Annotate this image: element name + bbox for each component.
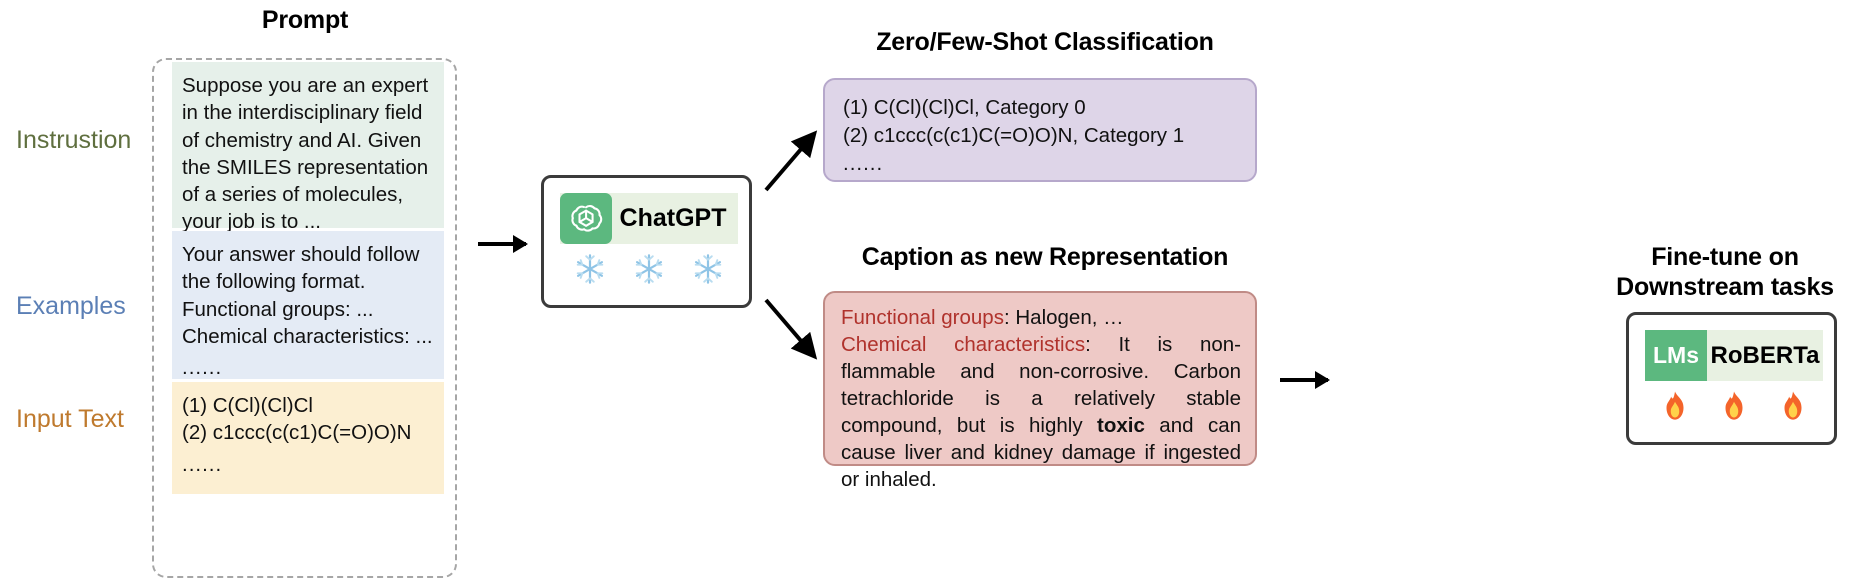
prompt-title: Prompt xyxy=(261,6,349,34)
fire-icon xyxy=(1666,391,1684,420)
roberta-model-box: LMs RoBERTa xyxy=(1626,312,1837,445)
examples-line-3: Chemical characteristics: ... xyxy=(182,324,433,348)
input-ellipsis: ...... xyxy=(182,452,223,476)
instruction-text: Suppose you are an expert in the interdi… xyxy=(182,74,429,234)
caption-output-box: Functional groups: Halogen, … Chemical c… xyxy=(823,291,1257,491)
caption-functional-groups-line: Functional groups: Halogen, … xyxy=(841,304,1241,331)
chatgpt-model-box: ChatGPT xyxy=(541,175,752,308)
classification-ellipsis: ...... xyxy=(843,152,884,176)
prompt-label-examples: Examples xyxy=(16,292,126,320)
prompt-label-input-text: Input Text xyxy=(16,405,124,433)
finetune-title: Fine-tune on Downstream tasks xyxy=(1600,243,1850,302)
fire-icon xyxy=(1784,391,1802,420)
fire-icon xyxy=(1725,391,1743,420)
chatgpt-label: ChatGPT xyxy=(619,204,727,232)
zero-few-shot-title: Zero/Few-Shot Classification xyxy=(876,28,1214,56)
examples-line-1: Your answer should follow the following … xyxy=(182,243,420,294)
caption-value-part-b: and can cause liver and kidney damage if… xyxy=(841,414,1241,492)
arrow-caption-to-finetune-icon xyxy=(1280,378,1328,382)
prompt-block-input-text: (1) C(Cl)(Cl)Cl (2) c1ccc(c(c1)C(=O)O)N … xyxy=(172,382,444,494)
snowflake-icon xyxy=(635,254,663,284)
prompt-block-instruction: Suppose you are an expert in the interdi… xyxy=(172,62,444,233)
roberta-label: RoBERTa xyxy=(1710,341,1820,369)
examples-line-2: Functional groups: ... xyxy=(182,297,374,321)
input-line-2: (2) c1ccc(c(c1)C(=O)O)N xyxy=(182,421,412,445)
snowflake-icon xyxy=(576,254,603,284)
snowflake-icon xyxy=(695,254,722,284)
caption-key-chemical-characteristics: Chemical characteristics xyxy=(841,333,1086,357)
prompt-container xyxy=(152,58,457,578)
chatgpt-header: ChatGPT xyxy=(560,193,738,244)
caption-value-functional-groups: : Halogen, … xyxy=(1003,306,1124,329)
zero-few-shot-output-box: (1) C(Cl)(Cl)Cl, Category 0 (2) c1ccc(c(… xyxy=(823,78,1257,182)
input-line-1: (1) C(Cl)(Cl)Cl xyxy=(182,394,313,417)
classification-line-1: (1) C(Cl)(Cl)Cl, Category 0 xyxy=(843,96,1086,119)
openai-logo-icon xyxy=(560,193,612,244)
caption-chemical-characteristics-line: Chemical characteristics: It is non-flam… xyxy=(841,331,1241,493)
arrow-model-to-caption-icon xyxy=(764,298,818,360)
lms-badge: LMs xyxy=(1645,330,1707,381)
trainable-indicator-row xyxy=(1645,389,1823,423)
arrow-prompt-to-model-icon xyxy=(478,242,526,246)
finetune-title-line-1: Fine-tune on xyxy=(1651,243,1799,271)
caption-title: Caption as new Representation xyxy=(861,243,1229,271)
frozen-indicator-row xyxy=(560,252,738,286)
caption-value-part-a: : It is non-flammable and non-corrosive.… xyxy=(841,333,1241,438)
prompt-label-instruction: Instrustion xyxy=(16,126,132,154)
classification-line-2: (2) c1ccc(c(c1)C(=O)O)N, Category 1 xyxy=(843,123,1185,147)
caption-highlight-toxic: toxic xyxy=(1097,414,1145,438)
prompt-block-examples: Your answer should follow the following … xyxy=(172,231,444,379)
examples-ellipsis: ...... xyxy=(182,356,223,379)
finetune-title-line-2: Downstream tasks xyxy=(1616,272,1834,301)
roberta-header: LMs RoBERTa xyxy=(1645,330,1823,381)
arrow-model-to-classification-icon xyxy=(764,130,818,192)
caption-key-functional-groups: Functional groups xyxy=(841,306,1004,329)
